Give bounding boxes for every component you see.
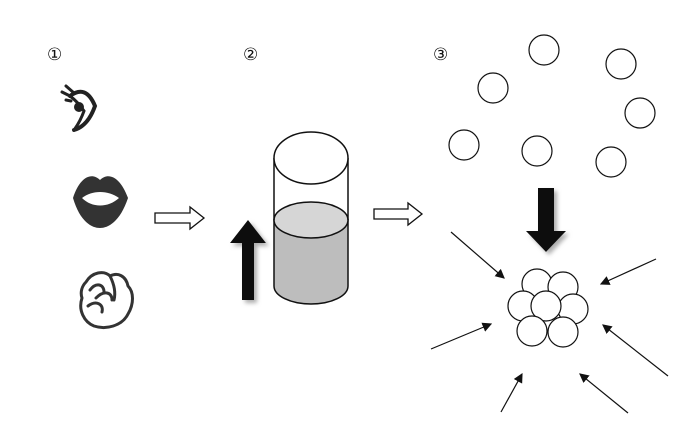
hand-icon <box>79 271 134 329</box>
scattered-particles <box>448 34 656 178</box>
down-arrow-icon <box>526 188 566 252</box>
step-2-marker: ② <box>243 45 258 65</box>
flow-arrow-2 <box>373 201 424 227</box>
inward-arrows <box>430 231 669 414</box>
beaker-icon <box>273 131 349 305</box>
step-3-marker: ③ <box>433 45 448 65</box>
up-arrow-icon <box>230 220 266 300</box>
eye-icon <box>60 84 98 132</box>
particle-cluster <box>507 268 589 348</box>
step-1-marker: ① <box>47 45 62 65</box>
flow-arrow-1 <box>154 205 206 231</box>
lips-icon <box>73 176 128 228</box>
